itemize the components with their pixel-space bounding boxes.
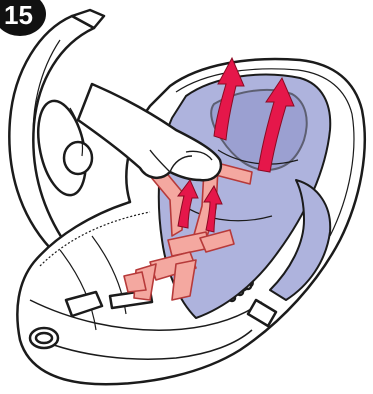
step-number: 15 <box>4 0 33 30</box>
step-badge: 15 <box>0 0 46 36</box>
carry-handle <box>9 10 104 250</box>
